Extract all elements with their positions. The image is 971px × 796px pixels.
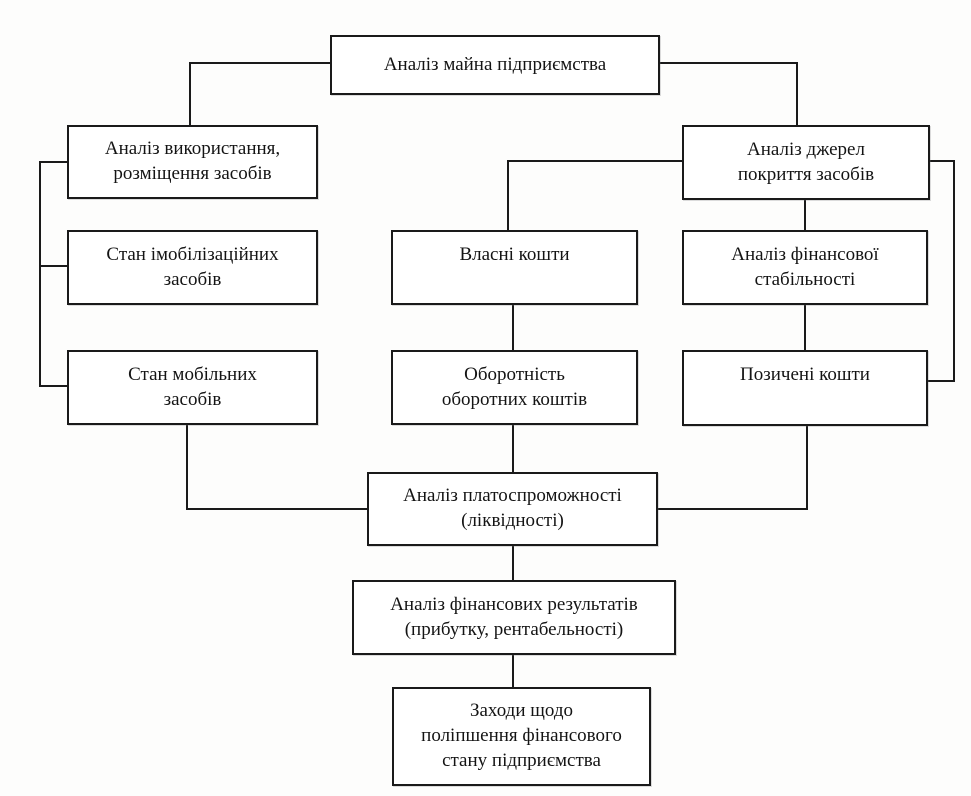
connector-stability-borrowed-v [804,305,806,350]
connector-results-measures-v [512,655,514,687]
connector-solvency-results-v [512,546,514,580]
connector-left-rail-stub-usage [39,161,68,163]
connector-root-usage-h [190,62,330,64]
connector-borrowed-solvency-h [658,508,808,510]
connector-left-rail-v [39,161,41,387]
node-working-capital-turnover-label: Оборотність оборотних коштів [441,363,588,410]
node-borrowed-funds: Позичені кошти [682,350,928,426]
connector-root-sources-h [660,62,798,64]
node-immobilized-assets-state-label: Стан імобілізаційних засобів [106,243,279,290]
node-own-funds-label: Власні кошти [459,244,570,265]
node-mobile-assets-state: Стан мобільних засобів [67,350,318,425]
node-mobile-assets-state-label: Стан мобільних засобів [128,363,257,410]
connector-sources-stability-v [804,200,806,230]
connector-left-rail-stub-immobilized [39,265,68,267]
node-coverage-sources-analysis-label: Аналіз джерел покриття засобів [737,138,875,185]
connector-turnover-solvency-v [512,425,514,472]
node-working-capital-turnover: Оборотність оборотних коштів [391,350,638,425]
node-financial-results-analysis-label: Аналіз фінансових результатів (прибутку,… [390,593,638,640]
connector-mobile-solvency-h [186,508,367,510]
node-immobilized-assets-state: Стан імобілізаційних засобів [67,230,318,305]
connector-mobile-solvency-v [186,425,188,510]
connector-right-rail-stub-borrowed [928,380,955,382]
connector-right-rail-stub-sources [930,160,955,162]
node-solvency-liquidity-analysis: Аналіз платоспроможності (ліквідності) [367,472,658,546]
connector-sources-own-v [507,160,509,230]
connector-borrowed-solvency-v [806,425,808,510]
node-improvement-measures-label: Заходи щодо поліпшення фінансового стану… [421,700,622,771]
connector-root-sources-v [796,62,798,125]
node-property-analysis: Аналіз майна підприємства [330,35,660,95]
connector-sources-own-h [508,160,682,162]
node-coverage-sources-analysis: Аналіз джерел покриття засобів [682,125,930,200]
connector-left-rail-stub-mobile [39,385,68,387]
connector-root-usage-v [189,62,191,126]
node-improvement-measures: Заходи щодо поліпшення фінансового стану… [392,687,651,786]
node-solvency-liquidity-analysis-label: Аналіз платоспроможності (ліквідності) [403,485,622,531]
node-financial-stability-analysis: Аналіз фінансової стабільності [682,230,928,305]
node-borrowed-funds-label: Позичені кошти [740,364,870,385]
node-financial-stability-analysis-label: Аналіз фінансової стабільності [731,243,879,290]
connector-own-turnover-v [512,305,514,350]
node-property-analysis-label: Аналіз майна підприємства [383,53,607,75]
node-own-funds: Власні кошти [391,230,638,305]
node-usage-placement-analysis-label: Аналіз використання, розміщення засобів [104,138,281,184]
node-usage-placement-analysis: Аналіз використання, розміщення засобів [67,125,318,199]
node-financial-results-analysis: Аналіз фінансових результатів (прибутку,… [352,580,676,655]
connector-right-rail-v [953,160,955,382]
